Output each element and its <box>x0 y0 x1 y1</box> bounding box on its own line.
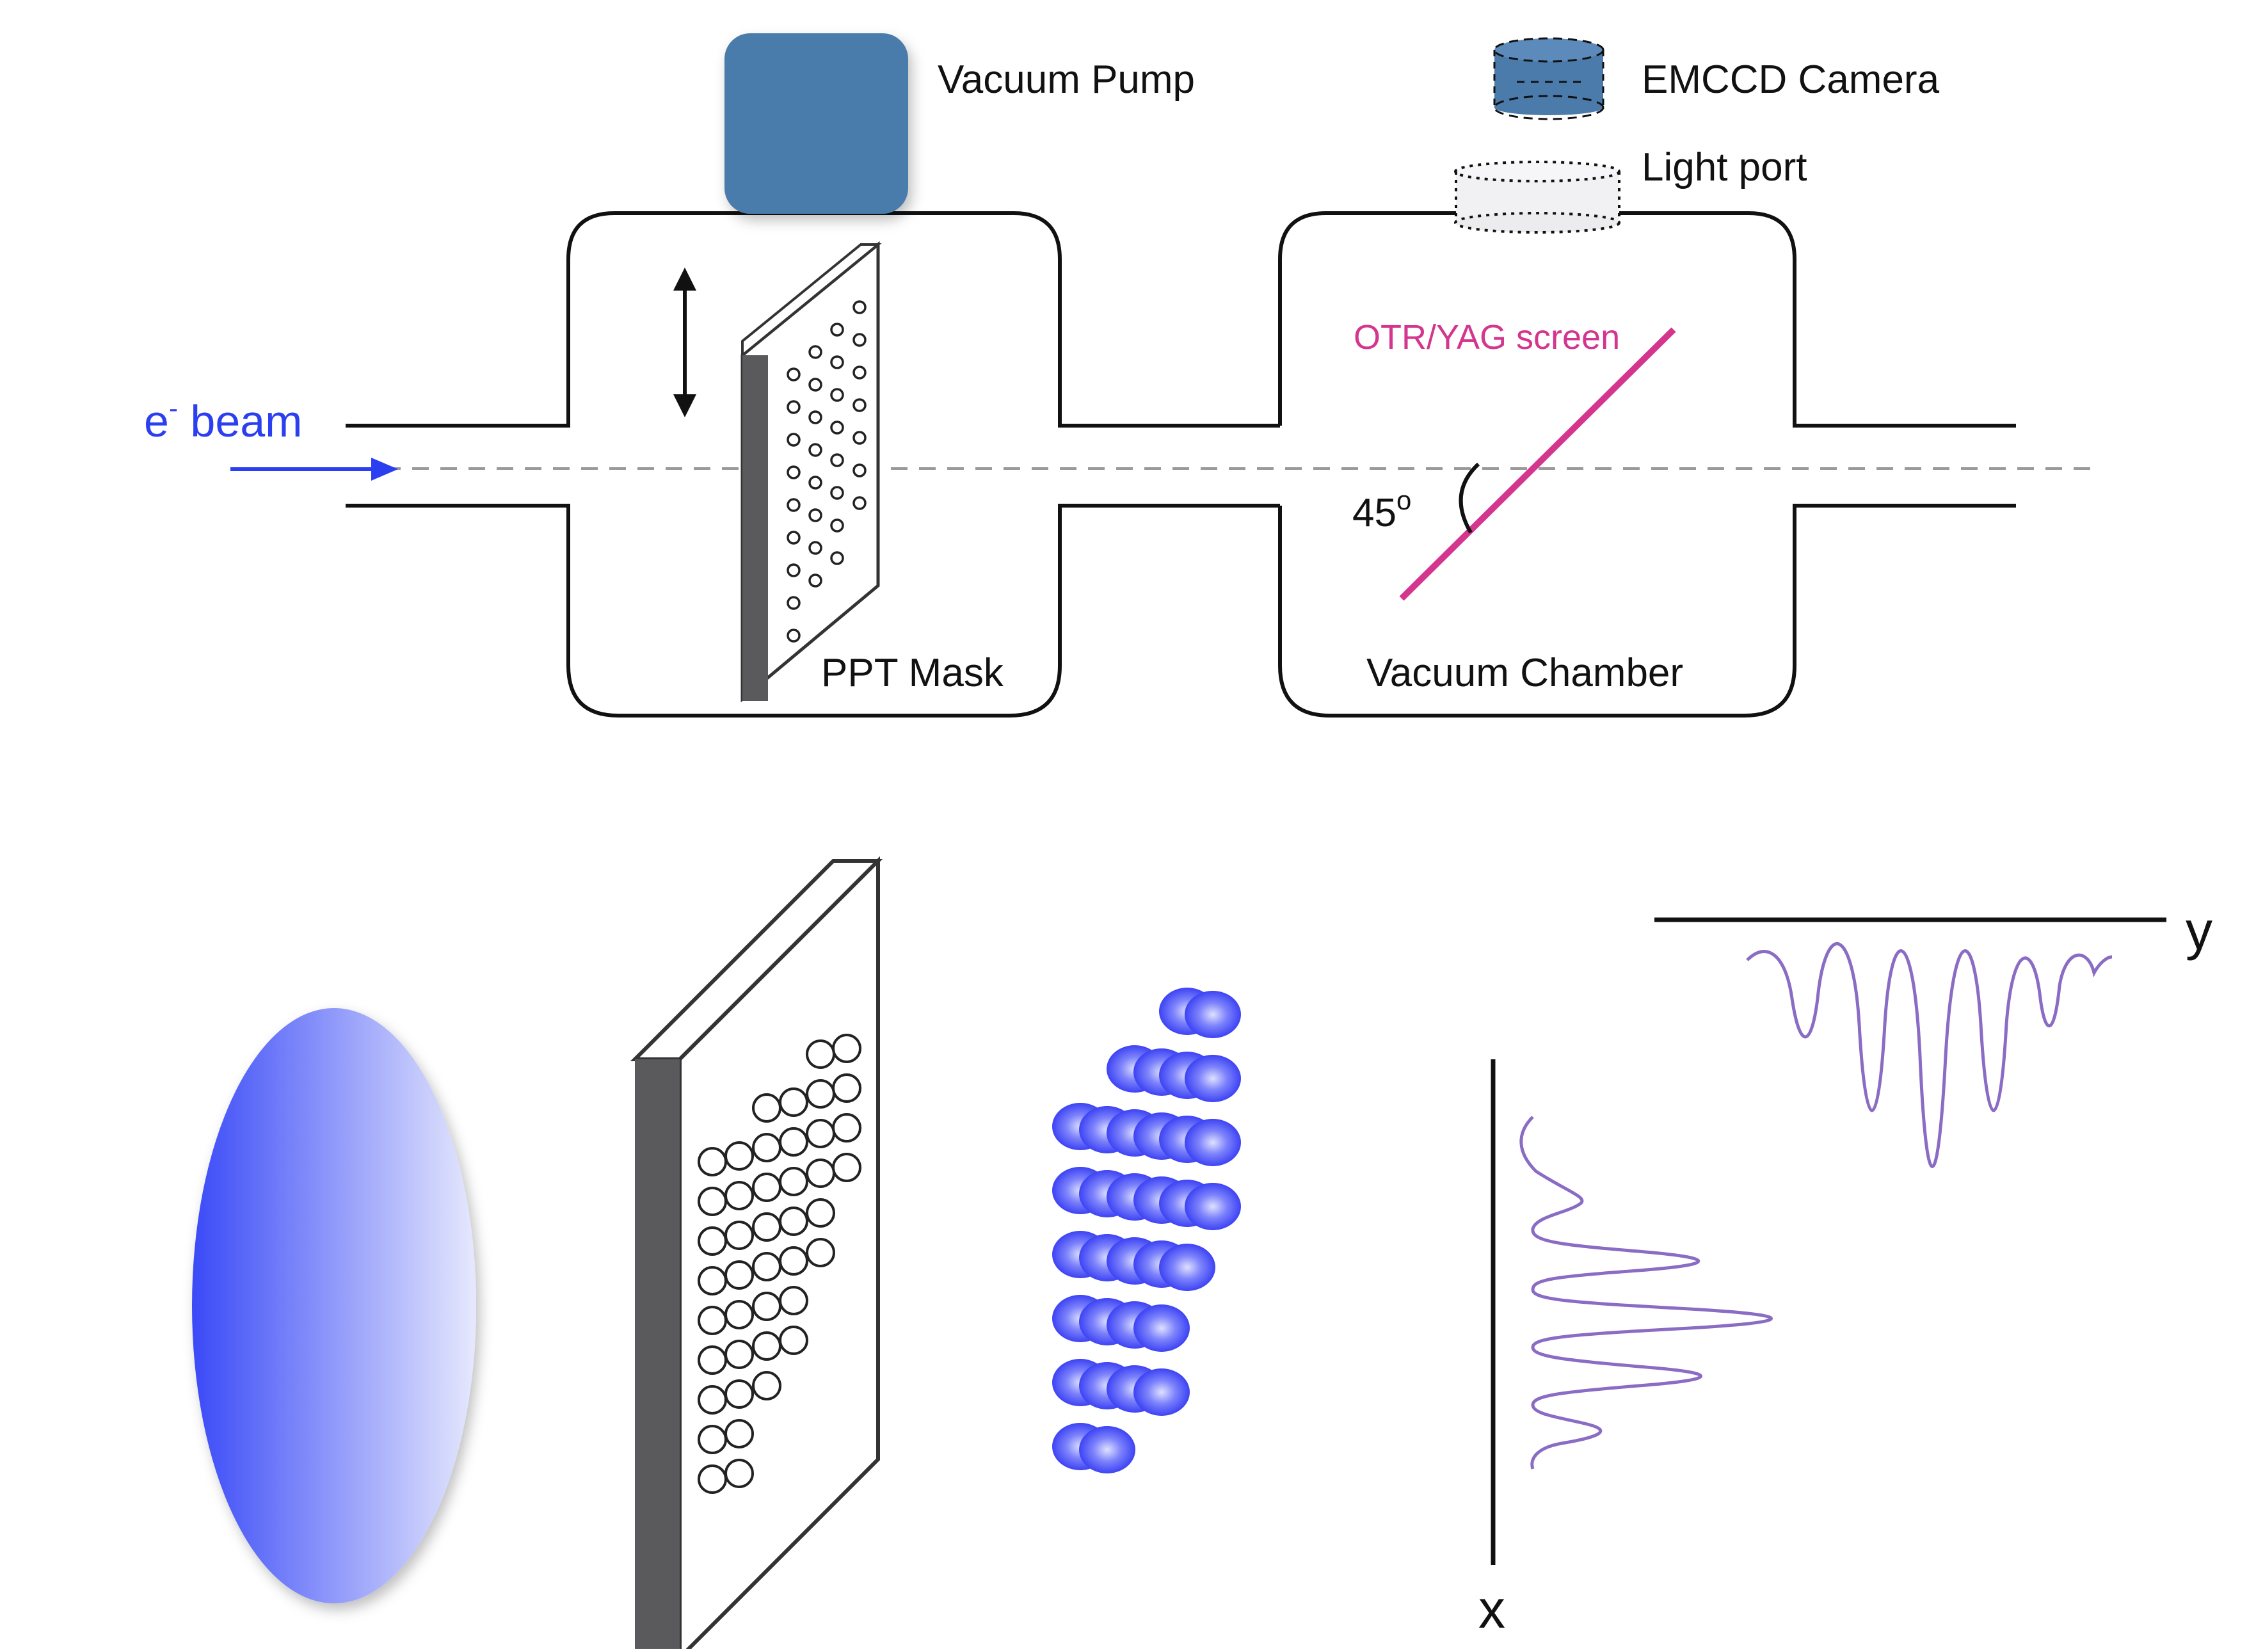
mask-hole <box>808 476 822 490</box>
mask-hole <box>852 300 867 314</box>
mask-hole <box>832 1113 861 1143</box>
electron-bunch <box>192 1008 476 1603</box>
mask-hole <box>724 1221 754 1250</box>
mask-hole <box>852 496 867 510</box>
light-port-icon <box>1454 161 1620 234</box>
mask-hole <box>724 1379 754 1409</box>
mask-hole <box>724 1340 754 1369</box>
mask-hole <box>852 365 867 380</box>
angle-label: 45o <box>1352 485 1411 535</box>
mask-hole <box>808 541 822 555</box>
mask-hole <box>779 1127 808 1157</box>
mask-hole <box>830 323 844 337</box>
mask-hole <box>752 1371 781 1400</box>
mask-hole <box>808 508 822 522</box>
beamlet <box>1133 1304 1190 1352</box>
mask-hole <box>779 1246 808 1276</box>
mask-hole <box>787 367 801 381</box>
angle-arc <box>1459 462 1480 534</box>
vacuum-chamber-label: Vacuum Chamber <box>1366 651 1683 695</box>
mask-hole <box>787 433 801 447</box>
mask-hole <box>787 596 801 610</box>
double-arrow-icon <box>673 268 696 417</box>
beam-label: e- beam <box>144 393 303 446</box>
beamlet <box>1185 991 1241 1038</box>
mask-hole <box>787 400 801 414</box>
mask-hole <box>724 1459 754 1488</box>
mask-hole <box>779 1326 808 1355</box>
beamline-schematic: e- beam Vacuum Pump EMCCD Camera Light p… <box>144 33 2093 718</box>
mask-hole <box>852 463 867 477</box>
mask-hole <box>787 563 801 577</box>
mask-hole <box>808 378 822 392</box>
mask-hole <box>724 1181 754 1210</box>
otr-yag-screen <box>1399 327 1676 601</box>
mask-hole <box>787 629 801 643</box>
mask-hole <box>724 1260 754 1290</box>
ppt-mask-top <box>740 241 882 703</box>
mask-hole <box>832 1153 861 1182</box>
emccd-camera-icon <box>1493 37 1604 120</box>
light-port-label: Light port <box>1642 145 1807 189</box>
ppt-mask-label: PPT Mask <box>821 651 1004 695</box>
y-profile-trace <box>1746 942 2113 1168</box>
imaging-illustration: y x <box>192 856 2212 1652</box>
beamlet <box>1159 1244 1215 1291</box>
mask-hole <box>830 518 844 533</box>
mask-hole <box>779 1207 808 1236</box>
mask-hole <box>830 388 844 402</box>
vacuum-pump-icon <box>724 33 908 214</box>
mask-hole <box>724 1419 754 1448</box>
mask-hole <box>779 1087 808 1117</box>
mask-hole <box>806 1238 835 1267</box>
mask-hole <box>852 431 867 445</box>
mask-hole <box>808 410 822 424</box>
mask-hole <box>830 486 844 500</box>
screen-label: OTR/YAG screen <box>1354 318 1620 357</box>
mask-hole <box>806 1198 835 1228</box>
mask-hole <box>787 531 801 545</box>
mask-hole <box>830 355 844 369</box>
mask-hole <box>808 573 822 588</box>
mask-hole <box>852 398 867 412</box>
mask-hole <box>779 1286 808 1315</box>
beamlet <box>1185 1055 1241 1102</box>
vacuum-pump-label: Vacuum Pump <box>938 58 1195 102</box>
mask-hole <box>808 443 822 457</box>
mask-hole <box>830 551 844 565</box>
y-axis-label: y <box>2186 901 2212 961</box>
vacuum-chamber-outline <box>1278 211 2016 718</box>
beamlet <box>1133 1368 1190 1416</box>
mask-hole <box>852 333 867 347</box>
beamlet <box>1079 1426 1135 1473</box>
mask-hole <box>724 1141 754 1171</box>
ppt-mask-large <box>630 856 883 1652</box>
beamlet-array <box>1052 988 1241 1473</box>
mask-hole <box>808 345 822 359</box>
mask-hole <box>787 498 801 512</box>
mask-hole <box>724 1300 754 1329</box>
beam-arrow <box>230 458 398 481</box>
x-profile-trace <box>1519 1116 1773 1470</box>
mask-hole <box>779 1167 808 1196</box>
beamlet <box>1185 1183 1241 1230</box>
x-axis-label: x <box>1478 1579 1505 1639</box>
emccd-camera-label: EMCCD Camera <box>1642 58 1940 102</box>
mask-hole <box>787 465 801 479</box>
mask-hole <box>830 421 844 435</box>
mask-hole <box>832 1034 861 1063</box>
mask-hole <box>830 453 844 467</box>
mask-hole <box>832 1073 861 1103</box>
beamlet <box>1185 1119 1241 1166</box>
